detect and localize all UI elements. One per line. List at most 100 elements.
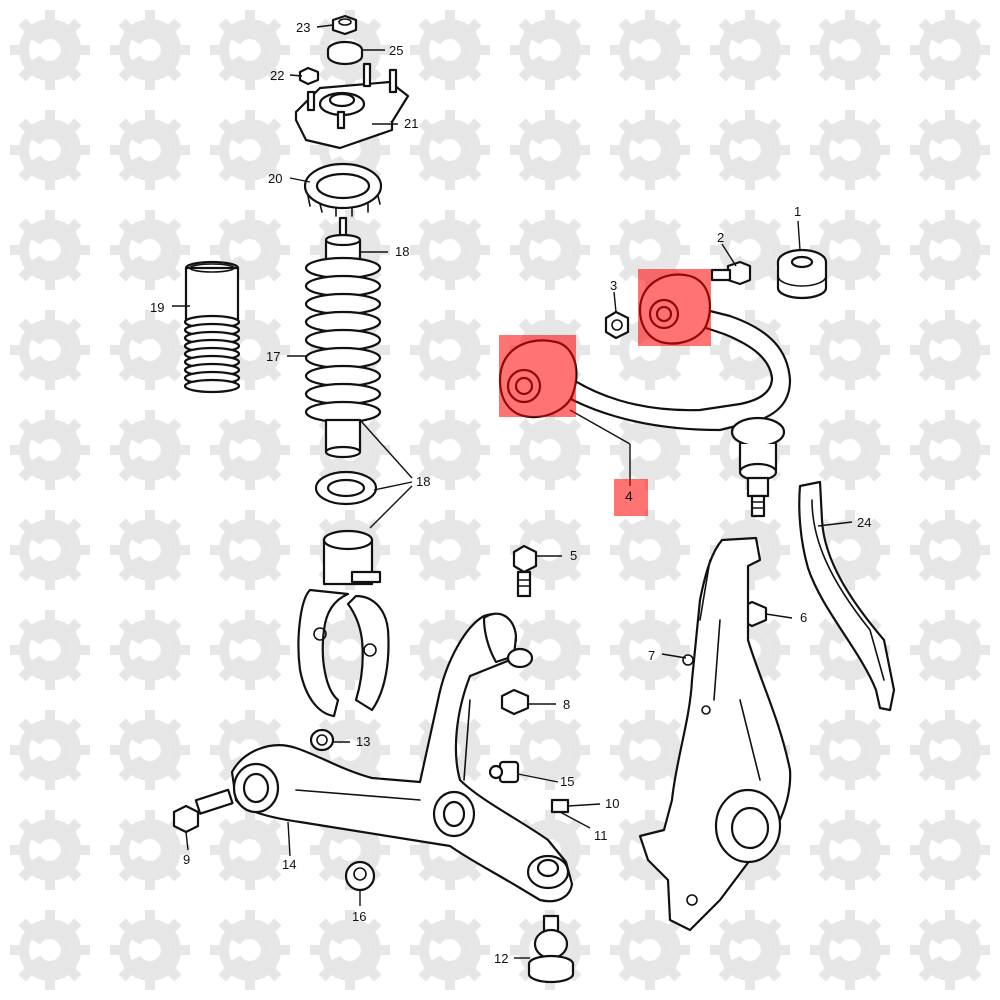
watermark-gear-icon	[810, 10, 890, 90]
callout-7: 7	[648, 648, 655, 663]
watermark-gear-icon	[910, 610, 990, 690]
callout-16: 16	[352, 909, 366, 924]
bushing-1	[776, 248, 828, 300]
nut-16	[344, 860, 376, 892]
watermark-gear-icon	[910, 710, 990, 790]
callout-5: 5	[570, 548, 577, 563]
watermark-gear-icon	[610, 10, 690, 90]
watermark-gear-icon	[10, 610, 90, 690]
callout-12: 12	[494, 951, 508, 966]
callout-10: 10	[605, 796, 619, 811]
sensor-15	[488, 760, 520, 784]
watermark-gear-icon	[410, 310, 490, 390]
watermark-gear-icon	[910, 410, 990, 490]
ball-joint-12	[527, 914, 575, 984]
watermark-gear-icon	[810, 710, 890, 790]
highlight-box-rear-bushing	[499, 335, 576, 417]
watermark-gear-icon	[210, 810, 290, 890]
callout-8: 8	[563, 697, 570, 712]
watermark-gear-icon	[910, 510, 990, 590]
watermark-gear-icon	[110, 310, 190, 390]
callout-23: 23	[296, 20, 310, 35]
highlight-box-front-bushing	[638, 269, 711, 346]
watermark-gear-icon	[510, 10, 590, 90]
highlight-box-callout-4	[614, 479, 648, 516]
watermark-gear-icon	[410, 110, 490, 190]
watermark-gear-icon	[910, 10, 990, 90]
watermark-gear-icon	[10, 310, 90, 390]
strut-rod-18	[324, 216, 362, 264]
watermark-gear-icon	[210, 510, 290, 590]
lower-control-arm-14	[230, 612, 574, 903]
watermark-gear-icon	[10, 110, 90, 190]
watermark-gear-icon	[110, 410, 190, 490]
watermark-gear-icon	[110, 910, 190, 990]
callout-19: 19	[150, 300, 164, 315]
watermark-gear-icon	[110, 110, 190, 190]
clip-10-11	[550, 798, 570, 814]
watermark-gear-icon	[310, 910, 390, 990]
coil-spring-17	[304, 256, 382, 424]
callout-4: 4	[625, 488, 633, 504]
watermark-gear-icon	[910, 110, 990, 190]
callout-21: 21	[404, 116, 418, 131]
watermark-gear-icon	[810, 910, 890, 990]
watermark-gear-icon	[810, 110, 890, 190]
callout-1: 1	[794, 204, 801, 219]
bolt-5	[512, 544, 538, 598]
nut-13	[309, 728, 335, 752]
boot-bellow-ring	[183, 378, 241, 394]
watermark-gear-icon	[910, 210, 990, 290]
callout-3: 3	[610, 278, 617, 293]
spring-isolator-20	[303, 162, 383, 217]
watermark-gear-icon	[810, 810, 890, 890]
shock-body-18	[324, 418, 362, 459]
watermark-gear-icon	[10, 410, 90, 490]
callout-15: 15	[560, 774, 574, 789]
callout-14: 14	[282, 857, 296, 872]
watermark-gear-icon	[410, 510, 490, 590]
strut-mount-21	[294, 62, 410, 150]
watermark-gear-icon	[210, 610, 290, 690]
upper-control-arm-4	[538, 304, 792, 518]
watermark-gear-icon	[910, 310, 990, 390]
watermark-gear-icon	[410, 10, 490, 90]
watermark-gear-icon	[810, 410, 890, 490]
bolt-2	[710, 260, 752, 286]
callout-18-upper: 18	[395, 244, 409, 259]
watermark-gear-icon	[10, 210, 90, 290]
watermark-gear-icon	[910, 910, 990, 990]
dust-boot-19	[183, 260, 241, 394]
watermark-gear-icon	[610, 110, 690, 190]
callout-25: 25	[389, 43, 403, 58]
watermark-gear-icon	[10, 710, 90, 790]
callout-labels: 23 25 22 21 20 18 19 17 18 1 2 4 3 5 6 7…	[150, 20, 871, 966]
shield-24	[798, 480, 896, 712]
watermark-gear-icon	[10, 10, 90, 90]
callout-18-lower: 18	[416, 474, 430, 489]
washer-25	[326, 40, 364, 66]
callout-13: 13	[356, 734, 370, 749]
watermark-gear-icon	[110, 610, 190, 690]
watermark-gear-icon	[510, 410, 590, 490]
nut-8	[500, 688, 530, 716]
watermark-gear-icon	[410, 910, 490, 990]
callout-20: 20	[268, 171, 282, 186]
callout-11: 11	[594, 828, 608, 843]
nut-3	[604, 310, 630, 340]
watermark-gear-icon	[710, 110, 790, 190]
watermark-gear-icon	[510, 210, 590, 290]
watermark-gear-icon	[710, 910, 790, 990]
leader-lines	[172, 24, 853, 959]
callout-22: 22	[270, 68, 284, 83]
bolt-9	[172, 788, 234, 834]
watermark-gear-icon	[410, 210, 490, 290]
strut-clevis	[297, 529, 390, 718]
watermark-gear-icon	[110, 210, 190, 290]
watermark-gear-icon	[510, 710, 590, 790]
callout-6: 6	[800, 610, 807, 625]
watermark-gear-icon	[610, 510, 690, 590]
strut-nut-23	[331, 14, 358, 36]
